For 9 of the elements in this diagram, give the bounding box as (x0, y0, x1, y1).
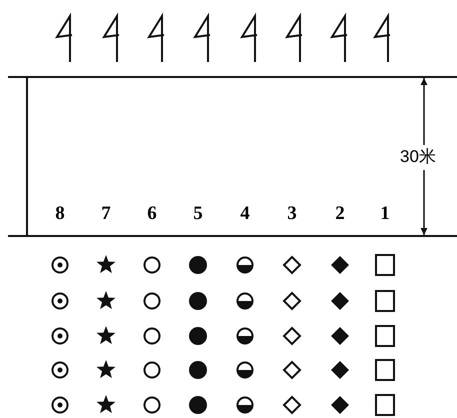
column-number: 4 (240, 204, 250, 224)
column-number: 8 (55, 204, 65, 224)
column-number: 7 (101, 204, 111, 224)
column-number: 5 (193, 204, 203, 224)
dimension-label: 30米 (400, 147, 436, 167)
column-number: 3 (287, 204, 297, 224)
column-number: 6 (147, 204, 157, 224)
column-number: 2 (335, 204, 345, 224)
column-number: 1 (380, 204, 390, 224)
